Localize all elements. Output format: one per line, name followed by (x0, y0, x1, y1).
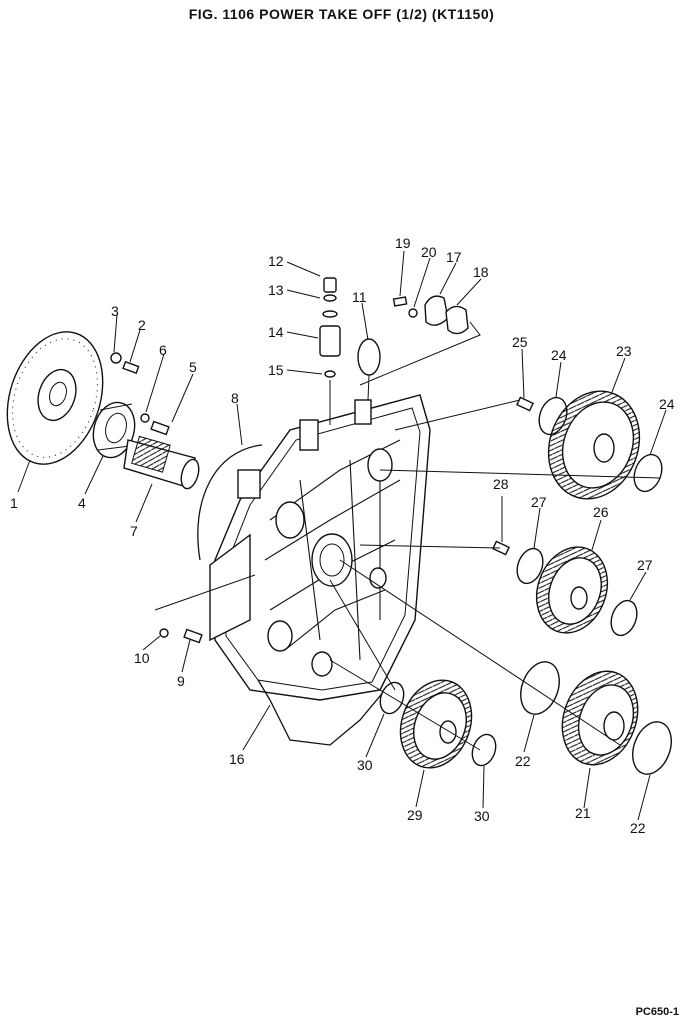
callout-8: 8 (231, 390, 239, 406)
callout-27b: 27 (637, 557, 653, 573)
dipstick (357, 338, 381, 401)
callout-12: 12 (268, 253, 284, 269)
breather-assembly (319, 277, 341, 425)
callout-7: 7 (130, 523, 138, 539)
callout-13: 13 (268, 282, 284, 298)
callout-29: 29 (407, 807, 423, 823)
gear (547, 390, 641, 500)
callout-22b: 22 (630, 820, 646, 836)
callout-15: 15 (268, 362, 284, 378)
callout-19: 19 (395, 235, 411, 251)
cover-assembly (392, 295, 469, 335)
plug (516, 396, 534, 412)
callout-28: 28 (493, 476, 509, 492)
gasket (257, 679, 386, 746)
callout-4: 4 (78, 495, 86, 511)
callout-21: 21 (575, 805, 591, 821)
callout-27a: 27 (531, 494, 547, 510)
callout-24b: 24 (659, 396, 675, 412)
callout-5: 5 (189, 359, 197, 375)
bearing (471, 733, 497, 767)
callout-23: 23 (616, 343, 632, 359)
leader-lines (17, 250, 667, 821)
bearing (610, 599, 638, 637)
callout-9: 9 (177, 673, 185, 689)
bearing (632, 721, 672, 775)
gear-housing (209, 394, 431, 701)
bearing (520, 661, 560, 715)
gear (535, 546, 609, 634)
flex-plate (6, 331, 104, 465)
o-ring (197, 444, 263, 561)
gear (561, 670, 639, 766)
callout-2: 2 (138, 317, 146, 333)
plug (492, 540, 510, 556)
callout-11: 11 (352, 289, 367, 305)
figure-title: FIG. 1106 POWER TAKE OFF (1/2) (KT1150) (188, 6, 495, 22)
callout-10: 10 (134, 650, 150, 666)
flange (92, 401, 136, 459)
callout-24a: 24 (551, 347, 567, 363)
callout-20: 20 (421, 244, 437, 260)
callout-6: 6 (159, 342, 167, 358)
bearing (379, 681, 405, 715)
bolts-and-washers (110, 352, 203, 644)
callout-22a: 22 (515, 753, 531, 769)
callout-3: 3 (111, 303, 119, 319)
callout-1: 1 (10, 495, 18, 511)
callout-18: 18 (473, 264, 489, 280)
callout-17: 17 (446, 249, 462, 265)
callout-14: 14 (268, 324, 284, 340)
callout-30b: 30 (474, 808, 490, 824)
bearing (516, 547, 544, 585)
drawing-code: PC650-1 (635, 1006, 679, 1018)
callout-labels: 1 2 3 4 5 6 7 8 9 10 11 12 13 14 15 16 1… (10, 235, 675, 836)
callout-25: 25 (512, 334, 528, 350)
splined-shaft (123, 435, 200, 490)
alignment-lines (154, 321, 661, 751)
callout-26: 26 (593, 504, 609, 520)
bearing (633, 453, 663, 493)
callout-16: 16 (229, 751, 245, 767)
callout-30a: 30 (357, 757, 373, 773)
